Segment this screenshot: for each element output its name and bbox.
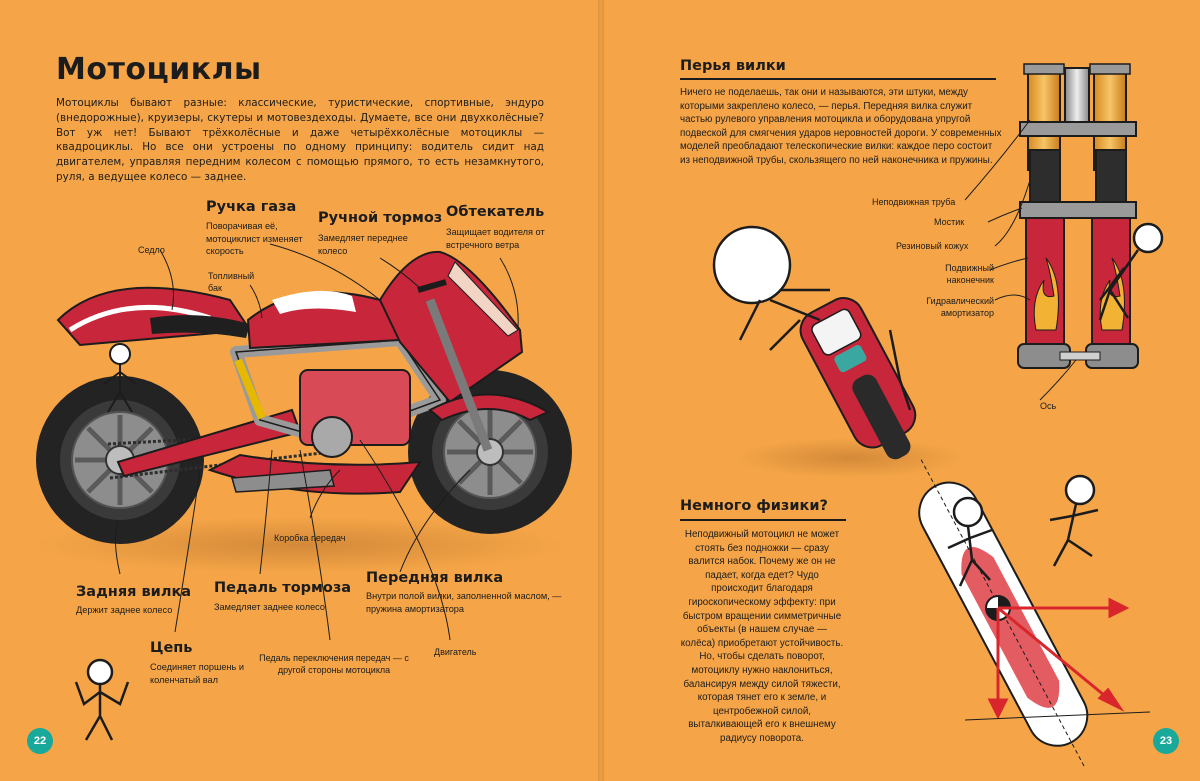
fork-label-bridge: Мостик: [934, 217, 965, 227]
page-number-left: 22: [27, 728, 53, 754]
fork-label-axle: Ось: [1040, 401, 1057, 411]
label-front-fork-title: Передняя вилка: [366, 570, 504, 586]
leaning-motorcycle-illustration: [712, 225, 965, 478]
physics-section-title: Немного физики?: [680, 498, 828, 514]
page-number-right: 23: [1153, 728, 1179, 754]
leader-lines-left: [114, 243, 519, 641]
fork-section-title: Перья вилки: [680, 58, 786, 74]
leader-lines-right: [964, 119, 1077, 401]
fork-label-fixed-tube: Неподвижная труба: [872, 197, 956, 207]
fork-section-divider: [680, 78, 996, 80]
fork-diagram-illustration: [1017, 63, 1164, 369]
stickman-left: [74, 658, 130, 741]
label-fairing-desc: Защищает водителя от встречного ветра: [446, 227, 545, 250]
motorcycle-illustration: [35, 250, 572, 573]
label-rear-fork-desc: Держит заднее колесо: [76, 605, 173, 615]
label-fairing-title: Обтекатель: [446, 204, 545, 220]
intro-paragraph: Мотоциклы бывают разные: классические, т…: [56, 97, 544, 183]
physics-diagram-illustration: [918, 459, 1151, 769]
fork-section-text: Ничего не поделаешь, так они и называютс…: [680, 87, 1002, 166]
book-gutter: [598, 0, 604, 781]
fork-label-rubber-boot: Резиновый кожух: [896, 241, 969, 251]
physics-section-text: Неподвижный мотоцикл не может стоять без…: [680, 529, 844, 744]
fork-label-moving-tip: Подвижный наконечник: [945, 263, 994, 285]
label-throttle-title: Ручка газа: [206, 199, 297, 215]
page-title: Мотоциклы: [56, 52, 262, 87]
physics-section-divider: [680, 519, 846, 521]
label-chain-desc: Соединяет поршень и коленчатый вал: [150, 662, 244, 685]
label-rear-fork-title: Задняя вилка: [76, 584, 192, 600]
label-front-fork-desc: Внутри полой вилки, заполненной маслом, …: [366, 591, 562, 614]
label-engine: Двигатель: [434, 647, 477, 657]
fork-label-hydraulic: Гидравлический амортизатор: [926, 296, 994, 318]
label-brake-pedal-title: Педаль тормоза: [214, 580, 352, 596]
label-brake-pedal-desc: Замедляет заднее колесо: [214, 602, 325, 612]
label-chain-title: Цепь: [150, 640, 193, 656]
label-fuel-tank: Топливный бак: [208, 271, 255, 293]
label-hand-brake-title: Ручной тормоз: [318, 210, 443, 226]
label-throttle-desc: Поворачивая её, мотоциклист изменяет ско…: [206, 221, 303, 256]
label-seat: Седло: [138, 245, 165, 255]
label-gearbox: Коробка передач: [274, 533, 346, 543]
label-gear-pedal: Педаль переключения передач — с другой с…: [259, 653, 409, 675]
label-hand-brake-desc: Замедляет переднее колесо: [318, 233, 408, 256]
